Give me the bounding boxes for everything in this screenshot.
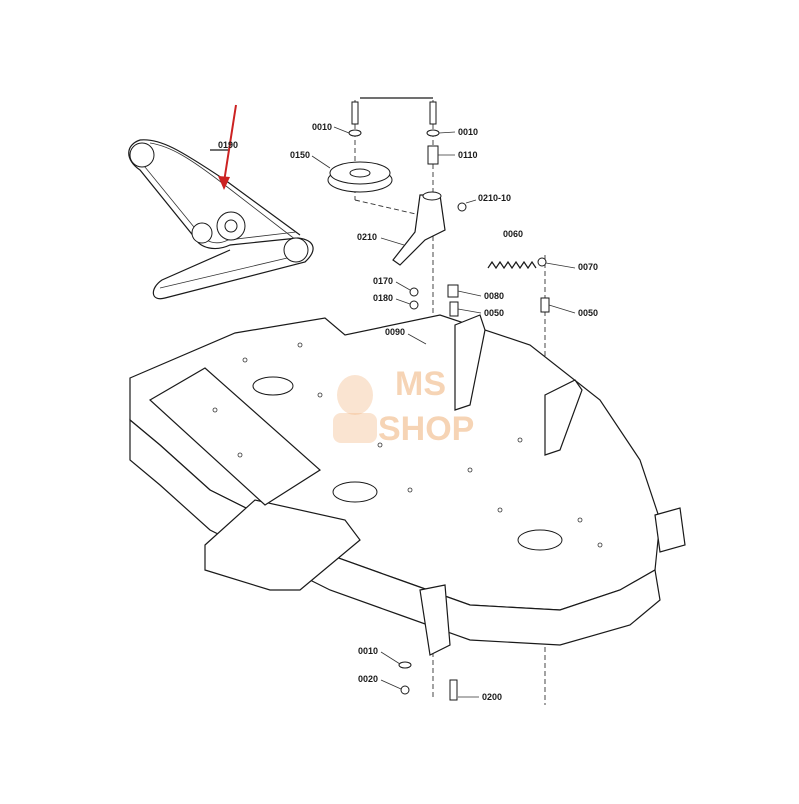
bottom-hardware xyxy=(398,661,458,701)
bolt-center xyxy=(429,101,437,125)
nut-0020 xyxy=(400,685,410,695)
callout-0050a: 0050 xyxy=(484,308,504,318)
washer-0010a xyxy=(348,129,362,137)
right-mount-bracket xyxy=(544,379,583,456)
hardware-stack xyxy=(327,97,550,705)
callout-0090: 0090 xyxy=(385,327,405,337)
mower-deck xyxy=(129,314,686,656)
callout-0010b: 0010 xyxy=(458,127,478,137)
nut-0210-10 xyxy=(457,202,467,212)
callout-0050b: 0050 xyxy=(578,308,598,318)
callout-0010a: 0010 xyxy=(312,122,332,132)
nut-0070 xyxy=(537,257,547,267)
bushing-0080 xyxy=(447,284,459,298)
bolt-0200 xyxy=(449,679,458,701)
callout-0110: 0110 xyxy=(458,150,478,160)
belt-inner xyxy=(135,142,301,289)
nut-0170 xyxy=(409,287,419,297)
spring-0060 xyxy=(487,260,537,270)
belt-detail xyxy=(128,139,314,300)
center-mount-bracket xyxy=(454,314,486,411)
washer-0010c xyxy=(398,661,412,669)
belt-pulley-right xyxy=(283,237,309,263)
callout-0180: 0180 xyxy=(373,293,393,303)
callout-0070: 0070 xyxy=(578,262,598,272)
spacer-0050b xyxy=(540,297,550,313)
belt-idler-hub xyxy=(224,219,238,233)
axis-link xyxy=(354,199,421,216)
spacer-0050a xyxy=(449,301,459,317)
callouts: 0190 0010 0010 0150 0110 0210-10 0210 00… xyxy=(218,122,598,702)
washer-0010b xyxy=(426,129,440,137)
watermark-line1: MS xyxy=(395,365,446,403)
belt-pulley-left xyxy=(129,142,155,168)
callout-0210: 0210 xyxy=(357,232,377,242)
callout-0150: 0150 xyxy=(290,150,310,160)
idler-arm-boss xyxy=(422,191,442,201)
idler-arm-0210 xyxy=(392,194,446,266)
belt-idler-small xyxy=(191,222,213,244)
callout-0170: 0170 xyxy=(373,276,393,286)
watermark-line2: SHOP xyxy=(378,410,474,448)
deck-channel xyxy=(148,367,321,506)
pulley-0150-hub xyxy=(349,168,371,178)
washer-0180 xyxy=(409,300,419,310)
callout-0020: 0020 xyxy=(358,674,378,684)
spacer-0110 xyxy=(427,145,439,165)
discharge-chute xyxy=(204,499,361,591)
ms-shop-watermark: MS SHOP xyxy=(333,365,474,448)
indicator-arrow xyxy=(218,104,237,190)
callout-0080: 0080 xyxy=(484,291,504,301)
spindle-hole-center xyxy=(332,481,378,503)
bolt-left xyxy=(351,101,359,125)
callout-0200: 0200 xyxy=(482,692,502,702)
callout-0010c: 0010 xyxy=(358,646,378,656)
front-hanger xyxy=(419,584,451,656)
spindle-hole-right xyxy=(517,529,563,551)
callout-0060: 0060 xyxy=(503,229,523,239)
rear-bracket-right xyxy=(654,507,686,553)
callout-0210-10: 0210-10 xyxy=(478,193,511,203)
callout-0190: 0190 xyxy=(218,140,238,150)
spindle-hole-left xyxy=(252,376,294,396)
